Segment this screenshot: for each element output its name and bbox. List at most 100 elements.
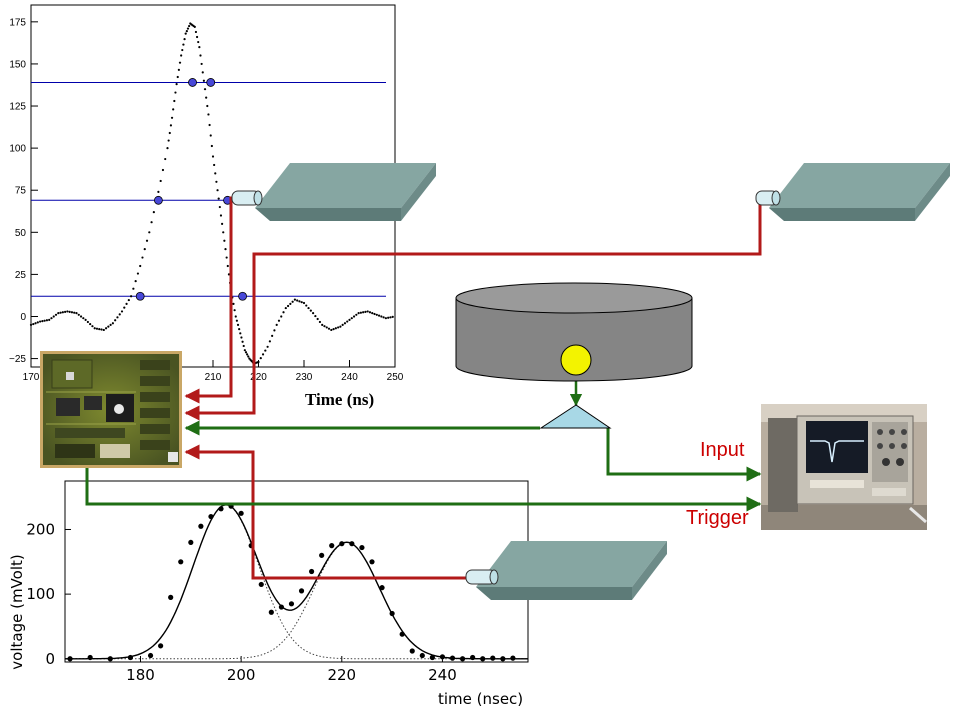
- chart1-curve-point: [244, 351, 248, 354]
- chart1-curve-point: [321, 323, 324, 327]
- chart1-curve-point: [66, 310, 69, 313]
- chart1-curve-point: [118, 313, 121, 316]
- chart1-curve-point: [275, 323, 278, 327]
- chart1-x-tick-label: 220: [250, 372, 267, 383]
- chart1-curve-point: [198, 45, 201, 49]
- threshold-crossing-marker: [153, 195, 163, 205]
- chart1-curve-point: [216, 189, 219, 192]
- chart1-curve-point: [337, 326, 340, 329]
- chart1-curve-point: [127, 298, 130, 302]
- chart2-data-point: [399, 631, 405, 637]
- chart1-curve-point: [86, 320, 89, 324]
- chart1-curve-point: [197, 40, 200, 44]
- chart2-y-axis-label: voltage (mVolt): [8, 554, 26, 669]
- chart1-curve-point: [330, 328, 333, 332]
- chart2-data-point: [339, 541, 345, 547]
- threshold-crossing-marker: [238, 291, 247, 301]
- chart1-curve-point: [186, 27, 190, 30]
- chart1-curve-point: [266, 345, 269, 348]
- wire-pmt-right: [184, 202, 762, 421]
- chart1-curve-point: [143, 248, 146, 251]
- wire-board-to-scope: [85, 468, 762, 512]
- chart1-curve-point: [203, 88, 207, 91]
- chart2-data-point: [359, 544, 365, 551]
- chart1-curve-point: [327, 327, 331, 330]
- chart1-curve-point: [109, 323, 112, 327]
- chart1-curve-point: [264, 349, 267, 352]
- chart1-curve-point: [43, 319, 46, 322]
- chart1-curve-point: [89, 322, 92, 326]
- chart1-curve-point: [227, 273, 231, 276]
- chart1-curve-point: [223, 239, 226, 242]
- chart2-data-point: [409, 648, 415, 654]
- chart1-curve-point: [318, 320, 322, 324]
- chart1-curve-point: [240, 336, 243, 339]
- chart1-curve-point: [54, 313, 58, 316]
- chart2-data-point: [178, 559, 184, 565]
- chart2-data-point: [288, 601, 295, 607]
- chart1-curve-point: [145, 239, 149, 242]
- chart1-curve-point: [339, 325, 342, 328]
- chart2-data-point: [278, 604, 285, 610]
- chart1-curve-point: [188, 24, 191, 28]
- chart1-curve-point: [362, 311, 365, 314]
- chart2-data-point: [158, 643, 164, 649]
- chart1-curve-point: [348, 318, 351, 321]
- chart1-curve-point: [175, 83, 178, 86]
- chart1-curve-point: [36, 321, 39, 324]
- chart1-curve-point: [77, 313, 80, 316]
- chart2-data-point: [67, 656, 73, 662]
- cylinder-detector: [455, 282, 693, 382]
- chart1-curve-point: [314, 314, 317, 318]
- chart2-data-point: [379, 585, 385, 591]
- chart1-curve-point: [84, 318, 87, 321]
- amplifier-icon: [539, 404, 612, 429]
- chart2-frame: [64, 480, 529, 663]
- chart1-curve-point: [206, 104, 209, 108]
- trigger-label: Trigger: [686, 507, 749, 529]
- chart1-curve-point: [215, 180, 218, 183]
- chart1-curve-point: [364, 310, 367, 313]
- chart2-data-point: [449, 655, 456, 661]
- chart1-curve-point: [352, 315, 356, 318]
- chart1-curve-point: [293, 298, 296, 301]
- chart1-curve-point: [205, 96, 208, 99]
- chart1-curve-point: [259, 357, 262, 360]
- chart1-curve-point: [166, 147, 169, 150]
- chart2-data-point: [168, 594, 174, 600]
- fit-component-2: [65, 541, 528, 660]
- chart1-curve-point: [176, 75, 179, 79]
- chart2-data-point: [369, 559, 375, 565]
- chart1-curve-point: [45, 319, 49, 322]
- chart1-curve-point: [185, 29, 188, 33]
- chart1-curve-point: [98, 328, 101, 331]
- chart1-curve-point: [384, 317, 387, 320]
- chart1-curve-point: [271, 334, 274, 337]
- chart1-curve-point: [111, 322, 114, 325]
- chart1-curve-point: [68, 310, 71, 313]
- chart1-curve-point: [307, 306, 310, 310]
- detector-module-right: [755, 163, 950, 221]
- chart1-curve-point: [296, 299, 299, 302]
- chart1-curve-point: [29, 323, 33, 327]
- chart1-curve-point: [136, 272, 140, 275]
- chart1-curve-point: [123, 306, 126, 309]
- chart2-y-tick-label: 100: [26, 585, 55, 603]
- detector-module-bottom: [465, 541, 667, 600]
- chart1-curve-point: [207, 113, 210, 116]
- chart1-curve-point: [233, 309, 236, 312]
- wire-amp-to-scope: [606, 428, 762, 482]
- chart2-data-point: [87, 654, 93, 661]
- chart1-x-tick-label: 170: [23, 372, 40, 383]
- photosensor-icon: [560, 344, 592, 376]
- chart1-curve-point: [366, 310, 369, 313]
- chart1-curve-point: [134, 280, 137, 283]
- chart1-curve-point: [161, 168, 165, 172]
- chart1-curve-point: [194, 30, 198, 34]
- chart1-curve-point: [82, 317, 85, 320]
- chart2-data-point: [389, 610, 395, 617]
- threshold-crossing-marker: [135, 291, 145, 301]
- chart1-curve-point: [343, 322, 347, 325]
